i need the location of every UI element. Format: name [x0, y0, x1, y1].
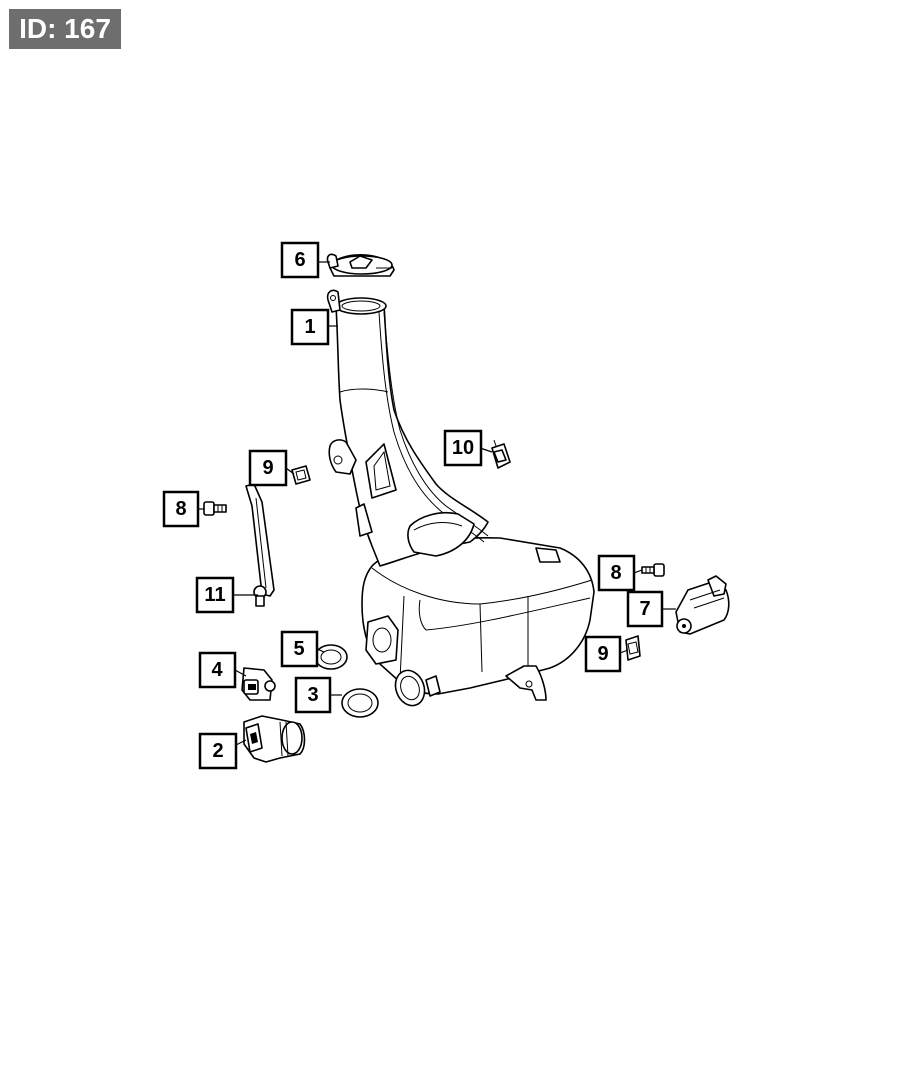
bolt-part-8-left[interactable]: [203, 501, 227, 516]
callout-6: 6: [280, 241, 320, 279]
svg-text:6: 6: [294, 249, 305, 271]
svg-text:10: 10: [452, 437, 474, 459]
callout-9-lower: 9: [584, 635, 622, 673]
svg-text:4: 4: [211, 659, 223, 681]
clip-part-9-lower[interactable]: [625, 635, 641, 661]
svg-text:9: 9: [262, 457, 273, 479]
svg-text:3: 3: [307, 684, 318, 706]
clip-part-9-upper[interactable]: [291, 465, 311, 485]
callout-8-right: 8: [597, 554, 636, 592]
callout-5: 5: [280, 630, 319, 668]
washer-pump-part-2[interactable]: [243, 715, 306, 763]
grommet-part-5[interactable]: [314, 644, 348, 670]
level-sensor-part-4[interactable]: [241, 667, 276, 701]
callout-4: 4: [198, 651, 237, 689]
svg-text:2: 2: [212, 740, 223, 762]
filler-cap[interactable]: [326, 253, 395, 277]
svg-text:8: 8: [610, 562, 621, 584]
callout-8-left: 8: [162, 490, 200, 528]
svg-text:9: 9: [597, 643, 608, 665]
id-badge: ID: 167: [9, 9, 121, 49]
bracket-part-11[interactable]: [245, 483, 275, 607]
callout-10: 10: [443, 429, 483, 467]
svg-text:8: 8: [175, 498, 186, 520]
svg-text:5: 5: [293, 638, 304, 660]
nut-part-10[interactable]: [491, 439, 511, 469]
callout-2: 2: [198, 732, 238, 770]
svg-text:1: 1: [304, 316, 315, 338]
washer-reservoir-tank[interactable]: [326, 289, 595, 709]
callout-1: 1: [290, 308, 330, 346]
svg-text:7: 7: [639, 598, 650, 620]
svg-text:11: 11: [204, 584, 225, 606]
bolt-part-8-right[interactable]: [641, 563, 665, 577]
callout-7: 7: [626, 590, 664, 628]
grommet-part-3[interactable]: [341, 688, 379, 718]
washer-motor-part-7[interactable]: [675, 575, 730, 635]
callout-3: 3: [294, 676, 332, 714]
callout-11: 11: [195, 576, 235, 614]
callout-9-upper: 9: [248, 449, 288, 487]
